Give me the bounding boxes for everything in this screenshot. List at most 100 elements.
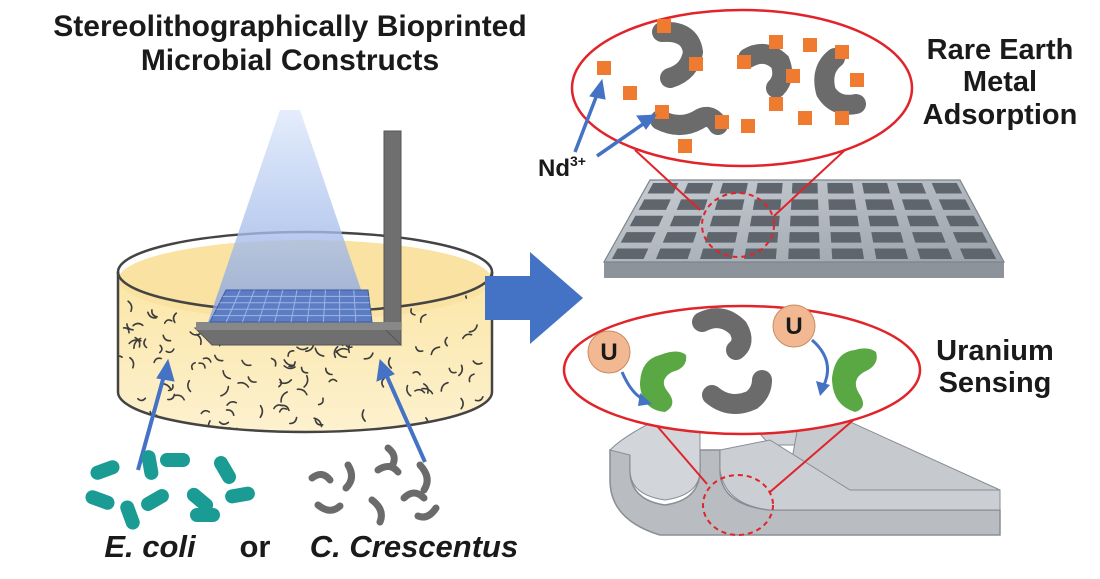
bacterium-squiggle [296, 388, 308, 396]
bacterium-squiggle [167, 384, 174, 392]
lattice-cell [662, 232, 697, 243]
ecoli-rod [190, 508, 220, 522]
bacterium-squiggle [147, 311, 157, 319]
bacterium-squiggle [440, 381, 449, 392]
bacterium-squiggle [137, 397, 147, 402]
mini-grid-line [225, 289, 241, 323]
lattice-cell [638, 199, 671, 210]
bacterium-squiggle [423, 383, 429, 394]
lattice-cell [744, 248, 777, 260]
uranium-line-1: Uranium [936, 335, 1054, 367]
nd-ion [737, 55, 751, 69]
adsorbing-bacterium [650, 107, 728, 135]
nd-ion [835, 45, 849, 59]
nd-ion-label: Nd3+ [538, 153, 618, 183]
bacterium-squiggle [280, 404, 290, 412]
mini-grid-line [241, 289, 255, 323]
sensing-bacteria [692, 308, 772, 414]
nd-ion [850, 73, 864, 87]
uranium-atom-left [587, 330, 631, 374]
nd-ion [798, 111, 812, 125]
lattice-cell [620, 232, 656, 243]
bacterium-squiggle [237, 381, 250, 388]
uranium-symbol-right: U [785, 313, 803, 340]
bacterium-squiggle [122, 327, 130, 334]
bacterium-squiggle [189, 331, 201, 336]
bacterium-squiggle [314, 419, 324, 426]
bacterium-squiggle [118, 418, 125, 426]
bacterium-squiggle [259, 404, 264, 419]
mini-grid-line [353, 289, 357, 323]
sensing-bacterium-2 [702, 370, 772, 414]
lattice-cell [788, 248, 820, 260]
lattice-cell [747, 232, 779, 243]
bacterium-squiggle [387, 357, 393, 369]
lattice-cell [629, 215, 664, 227]
process-arrow [485, 252, 583, 344]
bacterium-squiggle [406, 384, 412, 397]
lattice-cell [868, 215, 900, 227]
lattice-cell [789, 232, 820, 243]
bacterium-squiggle [462, 333, 473, 340]
lattice-cell [907, 215, 940, 227]
bacterium-squiggle [222, 370, 232, 380]
lattice-cell [790, 199, 819, 210]
zoom-target-circle [701, 192, 775, 258]
nd-ion [597, 61, 611, 75]
lattice-cell [704, 232, 738, 243]
uranium-label: Uranium Sensing [910, 335, 1080, 400]
lattice-cell [830, 232, 862, 243]
bacterium-squiggle [444, 336, 448, 347]
bacterium-squiggle [280, 391, 288, 403]
bacterium-squiggle [153, 357, 162, 364]
crescentus-cell [384, 444, 398, 470]
crescentus-cell [400, 489, 428, 502]
diagram-title: Stereolithographically Bioprinted Microb… [0, 10, 580, 77]
rare-earth-line-1: Rare Earth [926, 34, 1074, 66]
nd-ion [655, 105, 669, 119]
bacterium-squiggle [187, 379, 192, 393]
nd-ion [769, 97, 783, 111]
uranium-panel [562, 304, 1001, 536]
bacterium-squiggle [287, 350, 295, 357]
ecoli-pointer-arrow [136, 371, 167, 471]
lattice-cell [945, 215, 980, 227]
bacterium-squiggle [172, 312, 178, 324]
bacterium-squiggle [198, 362, 206, 369]
bacterium-squiggle [225, 409, 235, 417]
bacterium-squiggle [218, 421, 230, 425]
lattice-cell [676, 199, 708, 210]
uranium-binding-arrow-right [810, 338, 829, 386]
ecoli-rod [90, 460, 120, 480]
bacterium-squiggle [127, 300, 133, 313]
sensor-arm-top [719, 439, 1001, 511]
bacterium-squiggle [174, 394, 185, 401]
mini-grid-line [258, 289, 270, 323]
uranium-atom-right [772, 304, 816, 348]
crescentus-label: C. Crescentus [309, 529, 519, 564]
platform-top-face [196, 322, 401, 330]
sensor-bacterium-left [640, 351, 687, 412]
nd-ion [657, 19, 671, 33]
crescentus-pointer-arrow [383, 371, 427, 463]
uranium-binding-arrowhead-right [816, 381, 830, 396]
lattice-side [604, 262, 1004, 278]
bacterium-squiggle [151, 309, 158, 318]
bacterium-squiggle [128, 339, 142, 345]
sensor-bacteria [640, 348, 877, 412]
crescentus-cell [308, 471, 334, 484]
crescentus-cell [414, 504, 440, 521]
zoom-line-left [634, 149, 701, 211]
lattice-cell [647, 182, 679, 194]
bacterium-squiggle [165, 348, 175, 354]
ecoli-rod [120, 500, 140, 530]
bacterium-squiggle [474, 412, 479, 422]
crescentus-cell [368, 496, 385, 526]
lattice-cell [912, 232, 946, 243]
bacterium-squiggle [412, 371, 421, 376]
mini-grid-line [322, 289, 326, 323]
nd-ion [678, 139, 692, 153]
bacterium-squiggle [270, 357, 277, 367]
nd-charge: 3+ [570, 153, 586, 169]
uranium-zoom-line-right [769, 409, 866, 493]
